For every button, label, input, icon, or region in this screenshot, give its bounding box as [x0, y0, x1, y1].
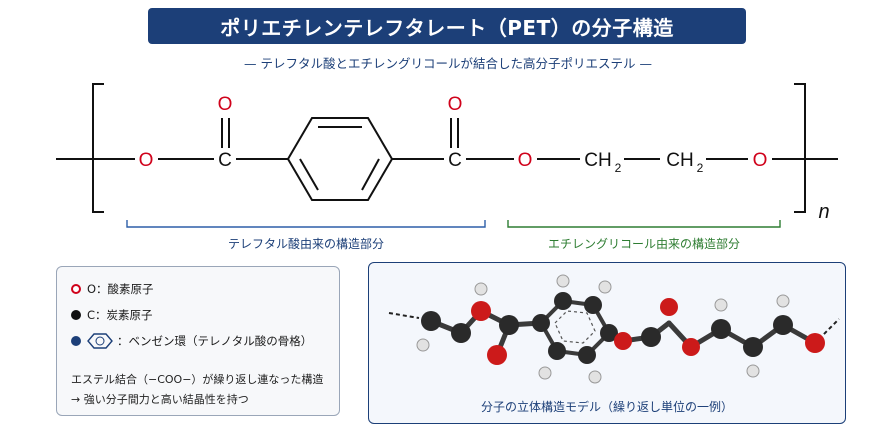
ring-inner-bond-2 — [361, 158, 380, 191]
hydrogen-atom — [588, 370, 602, 384]
legend-ring: ：ベンゼン環（テレノタル酸の骨格） — [71, 331, 312, 351]
terephthalic-bracket — [126, 220, 486, 228]
legend-ring-label: ：ベンゼン環（テレノタル酸の骨格） — [117, 334, 313, 348]
carbon-atom — [421, 311, 441, 331]
oxygen-atom — [614, 332, 632, 350]
left-bracket — [92, 83, 104, 213]
ball-and-stick-model — [388, 274, 840, 384]
repeat-n: n — [818, 201, 829, 223]
page-title: ポリエチレンテレフタレート（PET）の分子構造 — [220, 15, 674, 40]
legend-box: O：酸素原子 C：炭素原子 ：ベンゼン環（テレノタル酸の骨格） エステル結合（−… — [56, 266, 340, 416]
right-bracket — [794, 83, 806, 213]
hydrogen-atom — [538, 366, 552, 380]
carbon-atom — [499, 315, 519, 335]
legend-oxygen-label: O：酸素原子 — [87, 282, 154, 296]
oxygen-atom — [805, 333, 825, 353]
atom-o-left: O — [139, 150, 154, 171]
hydrogen-atom — [714, 298, 728, 312]
atom-ch2-b: CH — [666, 150, 693, 171]
title-banner: ポリエチレンテレフタレート（PET）の分子構造 — [148, 8, 746, 44]
atom-o-top1: O — [218, 94, 233, 115]
carbon-atom — [773, 315, 793, 335]
terephthalic-label: テレフタル酸由来の構造部分 — [228, 236, 384, 251]
atom-o-top2: O — [448, 94, 463, 115]
chain-continuation-right — [818, 318, 840, 340]
hydrogen-atom — [556, 274, 570, 288]
hydrogen-atom — [474, 282, 488, 296]
hydrogen-atom — [416, 338, 430, 352]
ring-inner-bond-3 — [299, 158, 319, 191]
glycol-bracket — [507, 220, 781, 228]
subscript-2-a: 2 — [615, 161, 622, 175]
atom-o-right: O — [753, 150, 768, 171]
oxygen-atom — [487, 345, 507, 365]
carbon-atom — [743, 337, 763, 357]
carbon-atom — [451, 323, 471, 343]
subscript-2-b: 2 — [697, 161, 704, 175]
oxygen-atom — [471, 301, 491, 321]
model-caption: 分子の立体構造モデル（繰り返し単位の一例） — [480, 400, 733, 414]
benzene-ring-icon — [87, 333, 113, 349]
glycol-label: エチレングリコール由来の構造部分 — [548, 236, 740, 251]
navy-dot-icon — [71, 336, 81, 346]
model-aromatic-ring — [554, 310, 596, 344]
carbon-atom — [584, 296, 602, 314]
atom-c2: C — [448, 150, 462, 171]
hydrogen-atom — [746, 364, 760, 378]
carbon-atom — [554, 292, 572, 310]
hydrogen-atom — [598, 280, 612, 294]
carbon-atom — [578, 346, 596, 364]
carbon-atom — [548, 342, 566, 360]
carbon-atom — [532, 314, 550, 332]
atom-c1: C — [218, 150, 232, 171]
legend-carbon: C：炭素原子 — [71, 307, 153, 323]
carbon-atom — [711, 319, 731, 339]
carbon-atom-icon — [71, 310, 81, 320]
oxygen-atom-icon — [71, 284, 81, 294]
legend-carbon-label: C：炭素原子 — [87, 308, 153, 322]
legend-note-2: → 強い分子間力と高い結晶性を持つ — [71, 393, 249, 406]
subtitle: — テレフタル酸とエチレングリコールが結合した高分子ポリエステル — — [244, 56, 652, 71]
atom-ch2-a: CH — [584, 150, 611, 171]
hydrogen-atom — [776, 294, 790, 308]
molecular-model-panel: 分子の立体構造モデル（繰り返し単位の一例） — [368, 262, 846, 424]
oxygen-atom — [682, 338, 700, 356]
oxygen-atom — [660, 298, 678, 316]
chain-continuation-left — [388, 312, 420, 319]
benzene-ring — [286, 117, 394, 201]
atom-o-mid: O — [518, 150, 533, 171]
carbon-atom — [600, 324, 618, 342]
carbon-atom — [641, 327, 661, 347]
legend-note-1: エステル結合（−COO−）が繰り返し連なった構造 — [71, 373, 324, 386]
legend-oxygen: O：酸素原子 — [71, 281, 154, 297]
